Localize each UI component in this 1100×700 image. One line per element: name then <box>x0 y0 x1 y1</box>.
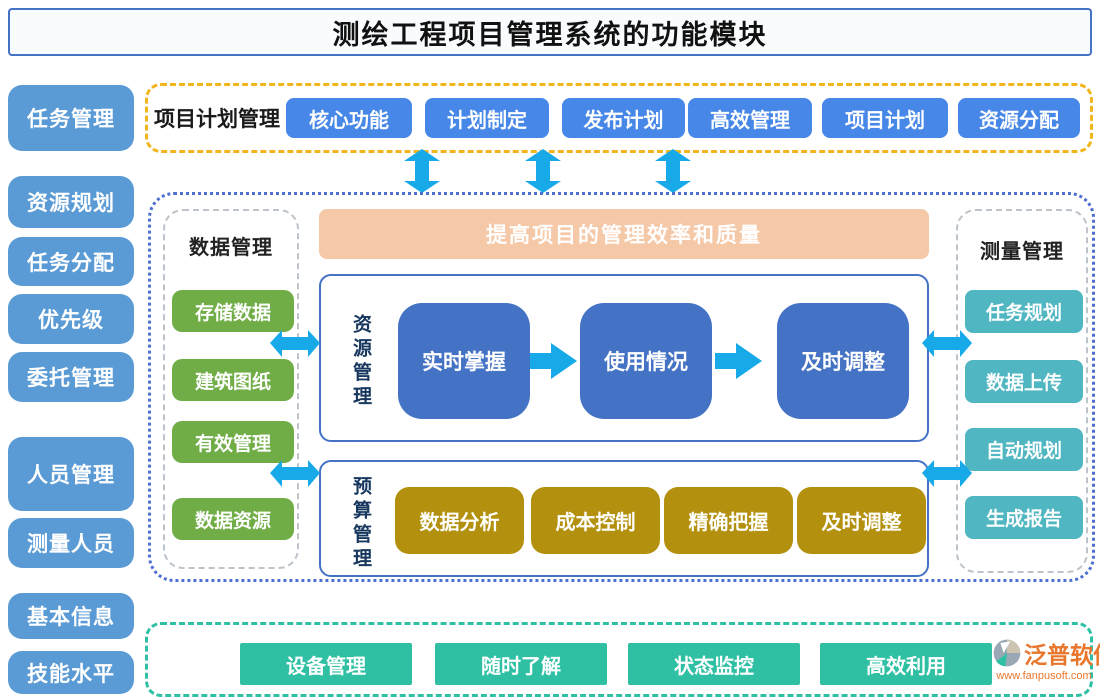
plan-item-resource-alloc[interactable]: 资源分配 <box>958 98 1080 138</box>
budget-step-adjust[interactable]: 及时调整 <box>797 487 926 554</box>
bottom-item-efficient-use[interactable]: 高效利用 <box>820 643 992 685</box>
double-arrow-vertical-icon <box>525 149 561 193</box>
sidebar-item-resource-plan[interactable]: 资源规划 <box>8 176 134 228</box>
double-arrow-vertical-icon <box>404 149 440 193</box>
measure-item-gen-report[interactable]: 生成报告 <box>965 496 1083 539</box>
fanpu-logo-icon <box>992 638 1022 668</box>
data-item-effective-mgmt[interactable]: 有效管理 <box>172 421 294 463</box>
resource-step-usage[interactable]: 使用情况 <box>580 303 712 419</box>
plan-item-publish-plan[interactable]: 发布计划 <box>562 98 685 138</box>
page-title: 测绘工程项目管理系统的功能模块 <box>8 8 1092 56</box>
budget-flow-label: 预算管理 <box>350 476 371 572</box>
resource-flow-box: 资源管理 实时掌握 使用情况 及时调整 <box>319 274 929 442</box>
flow-arrow-right-icon <box>530 343 577 379</box>
bottom-item-status-monitor[interactable]: 状态监控 <box>628 643 800 685</box>
sidebar-item-surveyors[interactable]: 测量人员 <box>8 518 134 568</box>
plan-item-core-function[interactable]: 核心功能 <box>286 98 412 138</box>
double-arrow-horizontal-icon <box>922 460 972 487</box>
resource-step-realtime[interactable]: 实时掌握 <box>398 303 530 419</box>
sidebar-item-priority[interactable]: 优先级 <box>8 294 134 344</box>
logo-name: 泛普软件 <box>1024 643 1100 668</box>
plan-section-border <box>145 83 1093 153</box>
resource-flow-label: 资源管理 <box>350 314 371 410</box>
measure-item-task-plan[interactable]: 任务规划 <box>965 290 1083 333</box>
data-item-data-resource[interactable]: 数据资源 <box>172 498 294 540</box>
bottom-item-equipment-mgmt[interactable]: 设备管理 <box>240 643 412 685</box>
bottom-item-anytime-know[interactable]: 随时了解 <box>435 643 607 685</box>
sidebar-item-skill-level[interactable]: 技能水平 <box>8 651 134 694</box>
flow-arrow-right-icon <box>715 343 762 379</box>
plan-section-label: 项目计划管理 <box>154 107 280 131</box>
measure-item-data-upload[interactable]: 数据上传 <box>965 360 1083 403</box>
budget-step-precise-grasp[interactable]: 精确把握 <box>664 487 793 554</box>
sidebar-item-personnel[interactable]: 人员管理 <box>8 437 134 511</box>
sidebar-item-basic-info[interactable]: 基本信息 <box>8 593 134 639</box>
fanpu-logo: 泛普软件 www.fanpusoft.com <box>992 636 1100 694</box>
main-section-border: 数据管理 存储数据 建筑图纸 有效管理 数据资源 提高项目的管理效率和质量 资源… <box>148 192 1095 582</box>
plan-item-efficient-mgmt[interactable]: 高效管理 <box>688 98 812 138</box>
double-arrow-horizontal-icon <box>270 460 320 487</box>
budget-flow-box: 预算管理 数据分析 成本控制 精确把握 及时调整 <box>319 460 929 577</box>
sidebar-item-task-assign[interactable]: 任务分配 <box>8 237 134 286</box>
budget-step-cost-control[interactable]: 成本控制 <box>531 487 660 554</box>
data-item-building-plans[interactable]: 建筑图纸 <box>172 359 294 401</box>
plan-item-plan-making[interactable]: 计划制定 <box>425 98 549 138</box>
equipment-section-border <box>145 622 1093 697</box>
budget-step-data-analysis[interactable]: 数据分析 <box>395 487 524 554</box>
double-arrow-horizontal-icon <box>270 330 320 357</box>
data-mgmt-label: 数据管理 <box>189 237 273 259</box>
logo-url[interactable]: www.fanpusoft.com <box>996 670 1092 682</box>
data-mgmt-column: 数据管理 存储数据 建筑图纸 有效管理 数据资源 <box>163 209 299 569</box>
resource-step-adjust[interactable]: 及时调整 <box>777 303 909 419</box>
sidebar-item-task-mgmt[interactable]: 任务管理 <box>8 85 134 151</box>
data-item-store-data[interactable]: 存储数据 <box>172 290 294 332</box>
measure-mgmt-label: 测量管理 <box>980 241 1064 263</box>
double-arrow-vertical-icon <box>655 149 691 193</box>
goal-banner: 提高项目的管理效率和质量 <box>319 209 929 259</box>
measure-mgmt-column: 测量管理 任务规划 数据上传 自动规划 生成报告 <box>956 209 1088 573</box>
measure-item-auto-plan[interactable]: 自动规划 <box>965 428 1083 471</box>
plan-item-project-plan[interactable]: 项目计划 <box>822 98 948 138</box>
sidebar-item-commission[interactable]: 委托管理 <box>8 352 134 402</box>
double-arrow-horizontal-icon <box>922 330 972 357</box>
